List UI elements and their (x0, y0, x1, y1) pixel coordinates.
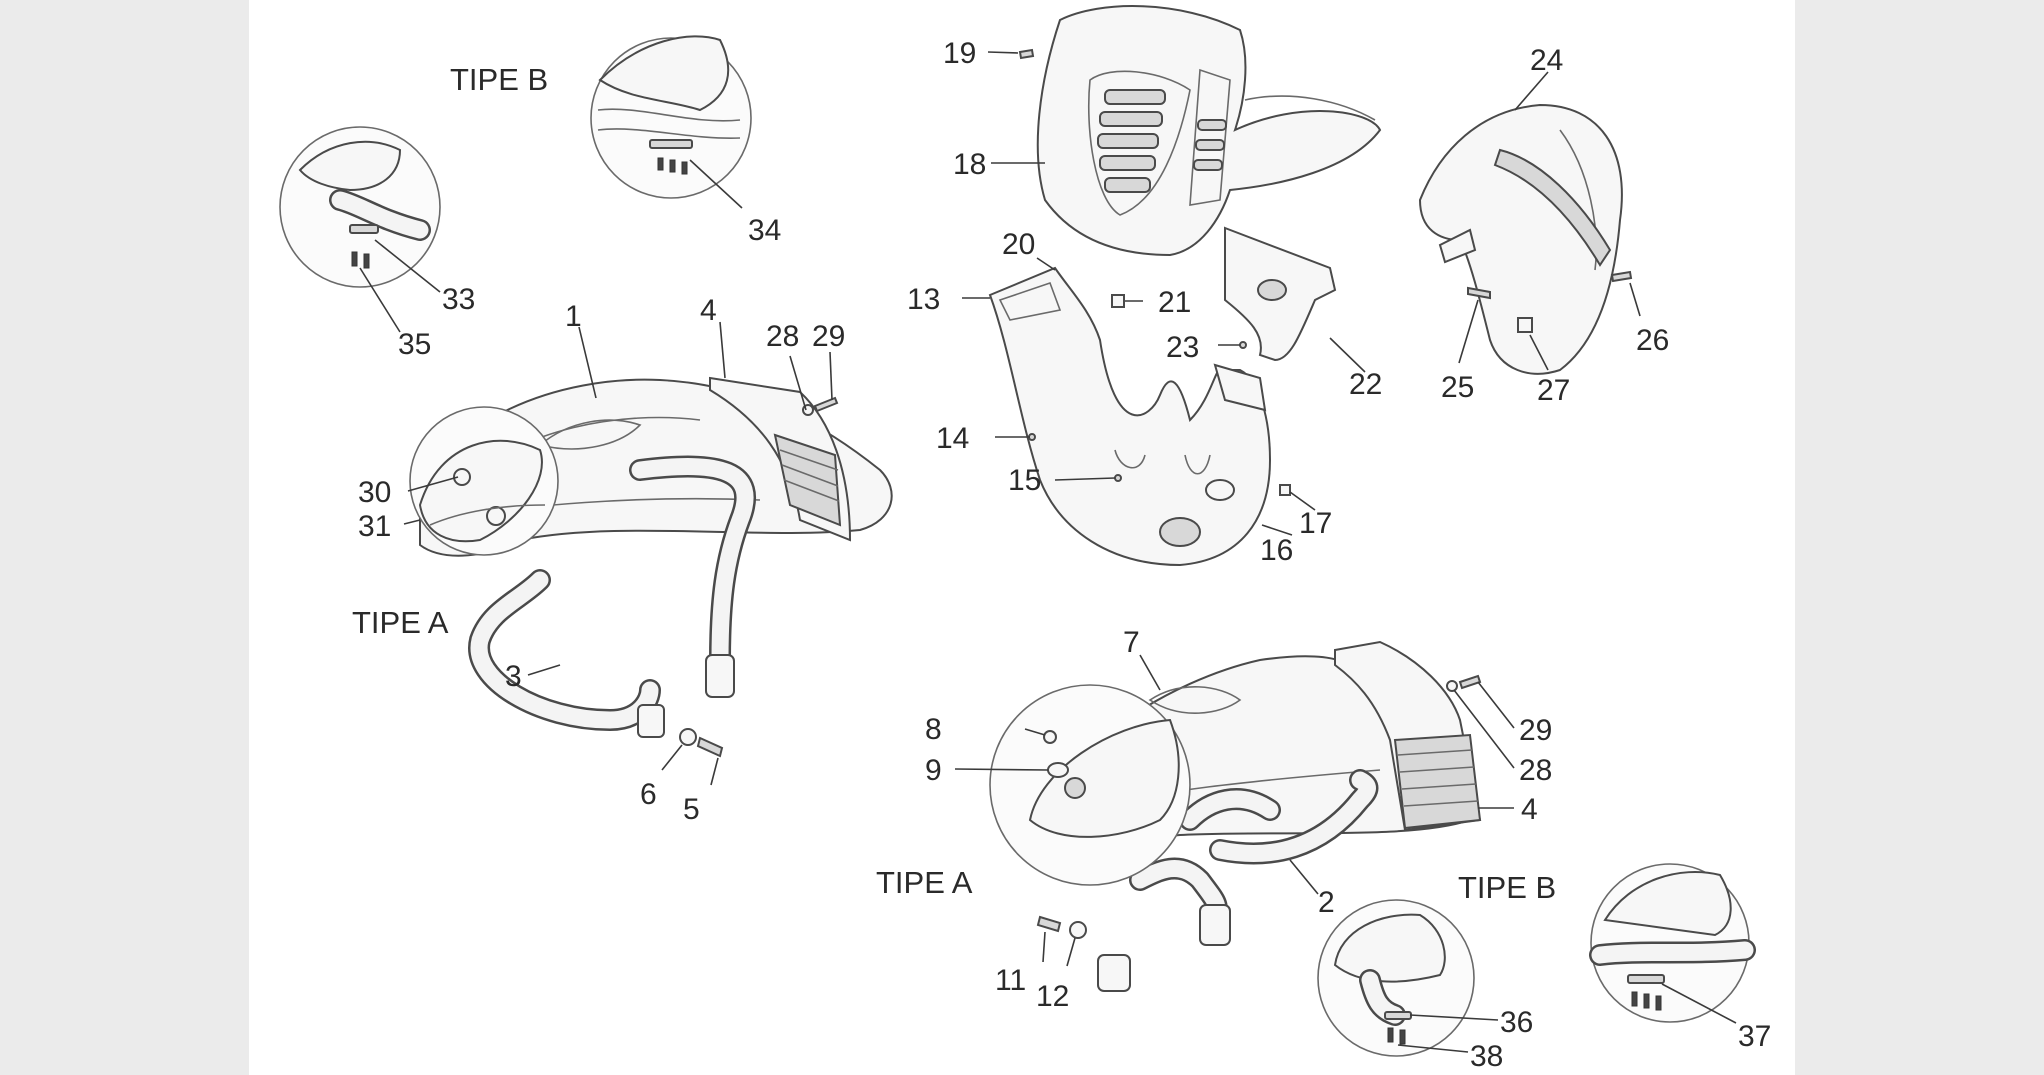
variant-label-tipe-a-left: TIPE A (352, 605, 449, 640)
screw-part-25 (1467, 286, 1491, 300)
cap-part-8 (1043, 730, 1057, 744)
callout-37: 37 (1738, 1020, 1771, 1053)
callout-1: 1 (565, 300, 582, 333)
screw-part-26 (1610, 270, 1633, 283)
rail-bracket-bottom (1199, 904, 1231, 946)
callout-12: 12 (1036, 980, 1069, 1013)
leg-shield-assembly (988, 5, 1382, 567)
callout-13: 13 (907, 283, 940, 316)
callout-8: 8 (925, 713, 942, 746)
callout-19: 19 (943, 37, 976, 70)
rear-fender-assembly-left (279, 35, 893, 758)
callout-24: 24 (1530, 44, 1563, 77)
washer-part-28-bottom (1446, 680, 1458, 692)
washer-part-6 (679, 728, 697, 746)
variant-label-tipe-a-bottom: TIPE A (876, 865, 973, 900)
callout-33: 33 (442, 283, 475, 316)
callout-16: 16 (1260, 534, 1293, 567)
callout-numbers: 1 2 3 4 4 5 6 7 8 9 11 12 13 14 15 16 17… (358, 37, 1771, 1073)
callout-31: 31 (358, 510, 391, 543)
washer-part-12 (1069, 921, 1087, 939)
callout-29-bottom: 29 (1519, 714, 1552, 747)
callout-2: 2 (1318, 886, 1335, 919)
cap-part-9 (1047, 762, 1069, 778)
callout-4-bottom: 4 (1521, 793, 1538, 826)
callout-14: 14 (936, 422, 969, 455)
callout-22: 22 (1349, 368, 1382, 401)
leader-lines (359, 51, 1737, 1053)
callout-20: 20 (1002, 228, 1035, 261)
callout-6: 6 (640, 778, 657, 811)
grab-rail-bracket (705, 654, 735, 698)
screw-part-23 (1239, 341, 1247, 349)
callout-34: 34 (748, 214, 781, 247)
callout-5: 5 (683, 793, 700, 826)
callout-27: 27 (1537, 374, 1570, 407)
screw-part-15 (1114, 474, 1122, 482)
clip-part-27 (1517, 317, 1533, 333)
callout-28-left: 28 (766, 320, 799, 353)
screw-part-29-bottom (1458, 674, 1482, 690)
rear-fender-assembly-bottom (989, 640, 1756, 1057)
bolt-part-5 (696, 736, 724, 758)
callout-28-bottom: 28 (1519, 754, 1552, 787)
callout-15: 15 (1008, 464, 1041, 497)
callout-21: 21 (1158, 286, 1191, 319)
inner-cover-part-16 (988, 266, 1272, 567)
callout-18: 18 (953, 148, 986, 181)
screw-part-19 (1018, 48, 1035, 60)
callout-23: 23 (1166, 331, 1199, 364)
callout-9: 9 (925, 754, 942, 787)
callout-17: 17 (1299, 507, 1332, 540)
callout-29-left: 29 (812, 320, 845, 353)
callout-11: 11 (995, 964, 1026, 997)
callout-3: 3 (505, 660, 522, 693)
callout-38: 38 (1470, 1040, 1503, 1073)
front-fender-assembly (1418, 103, 1633, 375)
callout-26: 26 (1636, 324, 1669, 357)
callout-30: 30 (358, 476, 391, 509)
variant-label-tipe-b-bottom: TIPE B (1458, 870, 1556, 905)
callout-25: 25 (1441, 371, 1474, 404)
screw-part-29-left (813, 396, 839, 413)
variant-label-tipe-b-top-left: TIPE B (450, 62, 548, 97)
callout-7: 7 (1123, 626, 1140, 659)
callout-4-left: 4 (700, 294, 717, 327)
clip-part-17 (1279, 484, 1291, 496)
callout-36: 36 (1500, 1006, 1533, 1039)
bolt-part-11 (1036, 915, 1062, 933)
callout-35: 35 (398, 328, 431, 361)
clip-part-21 (1111, 294, 1125, 308)
